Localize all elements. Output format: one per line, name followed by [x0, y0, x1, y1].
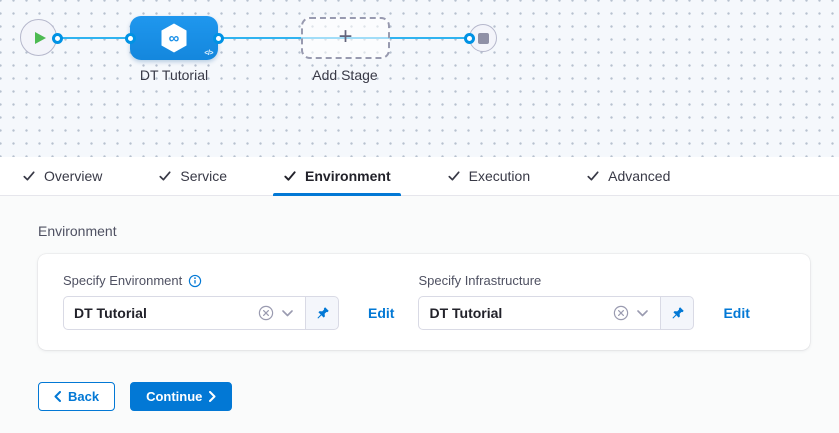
code-icon: </> — [204, 50, 213, 57]
tab-label: Execution — [468, 168, 531, 184]
pipeline-canvas[interactable]: ∞ </> DT Tutorial + Add Stage — [0, 0, 839, 157]
infinity-icon: ∞ — [168, 29, 180, 47]
tab-overview[interactable]: Overview — [12, 157, 112, 195]
infrastructure-field-group: Specify Infrastructure — [418, 273, 750, 330]
cd-hexagon-icon — [161, 23, 187, 53]
back-button[interactable]: Back — [38, 382, 116, 411]
tab-execution[interactable]: Execution — [437, 157, 540, 195]
tab-label: Overview — [44, 168, 103, 184]
check-icon — [587, 171, 599, 181]
infrastructure-input[interactable] — [429, 305, 610, 321]
plus-icon: + — [338, 23, 353, 50]
wizard-footer: Back Continue — [38, 382, 801, 411]
chevron-left-icon — [54, 391, 61, 402]
clear-icon[interactable] — [609, 305, 633, 321]
chevron-down-icon[interactable] — [278, 309, 297, 317]
environment-input[interactable] — [74, 305, 254, 321]
add-stage-label: Add Stage — [312, 67, 378, 83]
continue-button[interactable]: Continue — [130, 382, 233, 411]
environment-edit-link[interactable]: Edit — [368, 305, 395, 321]
tab-label: Service — [180, 168, 228, 184]
continue-button-label: Continue — [146, 389, 203, 404]
tab-environment[interactable]: Environment — [273, 157, 401, 196]
info-icon[interactable] — [188, 274, 202, 288]
check-icon — [23, 171, 35, 181]
stage-tabbar: Overview Service Environment Execution A… — [0, 157, 839, 196]
add-stage-button[interactable]: + — [301, 17, 390, 59]
pipeline-connector-line — [38, 36, 483, 39]
check-icon — [284, 171, 296, 181]
clear-icon[interactable] — [254, 305, 278, 321]
pin-button[interactable] — [306, 296, 339, 330]
tab-service[interactable]: Service — [148, 157, 237, 195]
back-button-label: Back — [68, 389, 100, 404]
pin-icon — [317, 306, 329, 318]
infrastructure-edit-link[interactable]: Edit — [723, 305, 750, 321]
stage-node-dt-tutorial[interactable]: ∞ </> — [130, 16, 218, 60]
check-icon — [159, 171, 171, 181]
environment-panel: Environment Specify Environment — [0, 196, 839, 433]
end-node-in-port[interactable] — [463, 32, 475, 44]
environment-field-label: Specify Environment — [63, 273, 394, 288]
infrastructure-label-text: Specify Infrastructure — [418, 273, 542, 288]
environment-card: Specify Environment — [38, 254, 810, 350]
tab-label: Advanced — [608, 168, 671, 184]
tab-advanced[interactable]: Advanced — [576, 157, 680, 195]
play-icon — [34, 31, 46, 44]
tab-label: Environment — [305, 168, 391, 184]
pin-icon — [672, 306, 684, 318]
stage-node-out-port[interactable] — [212, 32, 224, 44]
environment-field-group: Specify Environment — [63, 273, 394, 330]
chevron-right-icon — [209, 391, 216, 402]
pipeline-start-node — [20, 19, 57, 56]
stage-node-label: DT Tutorial — [139, 67, 209, 83]
infrastructure-field-label: Specify Infrastructure — [418, 273, 749, 288]
check-icon — [448, 171, 460, 181]
section-title: Environment — [38, 223, 117, 239]
start-node-out-port[interactable] — [51, 32, 63, 44]
chevron-down-icon[interactable] — [633, 309, 652, 317]
environment-label-text: Specify Environment — [63, 273, 183, 288]
infrastructure-select[interactable] — [418, 296, 662, 330]
stop-icon — [477, 32, 489, 44]
pin-button[interactable] — [661, 296, 695, 330]
stage-node-in-port[interactable] — [124, 32, 136, 44]
environment-select[interactable] — [63, 296, 306, 330]
